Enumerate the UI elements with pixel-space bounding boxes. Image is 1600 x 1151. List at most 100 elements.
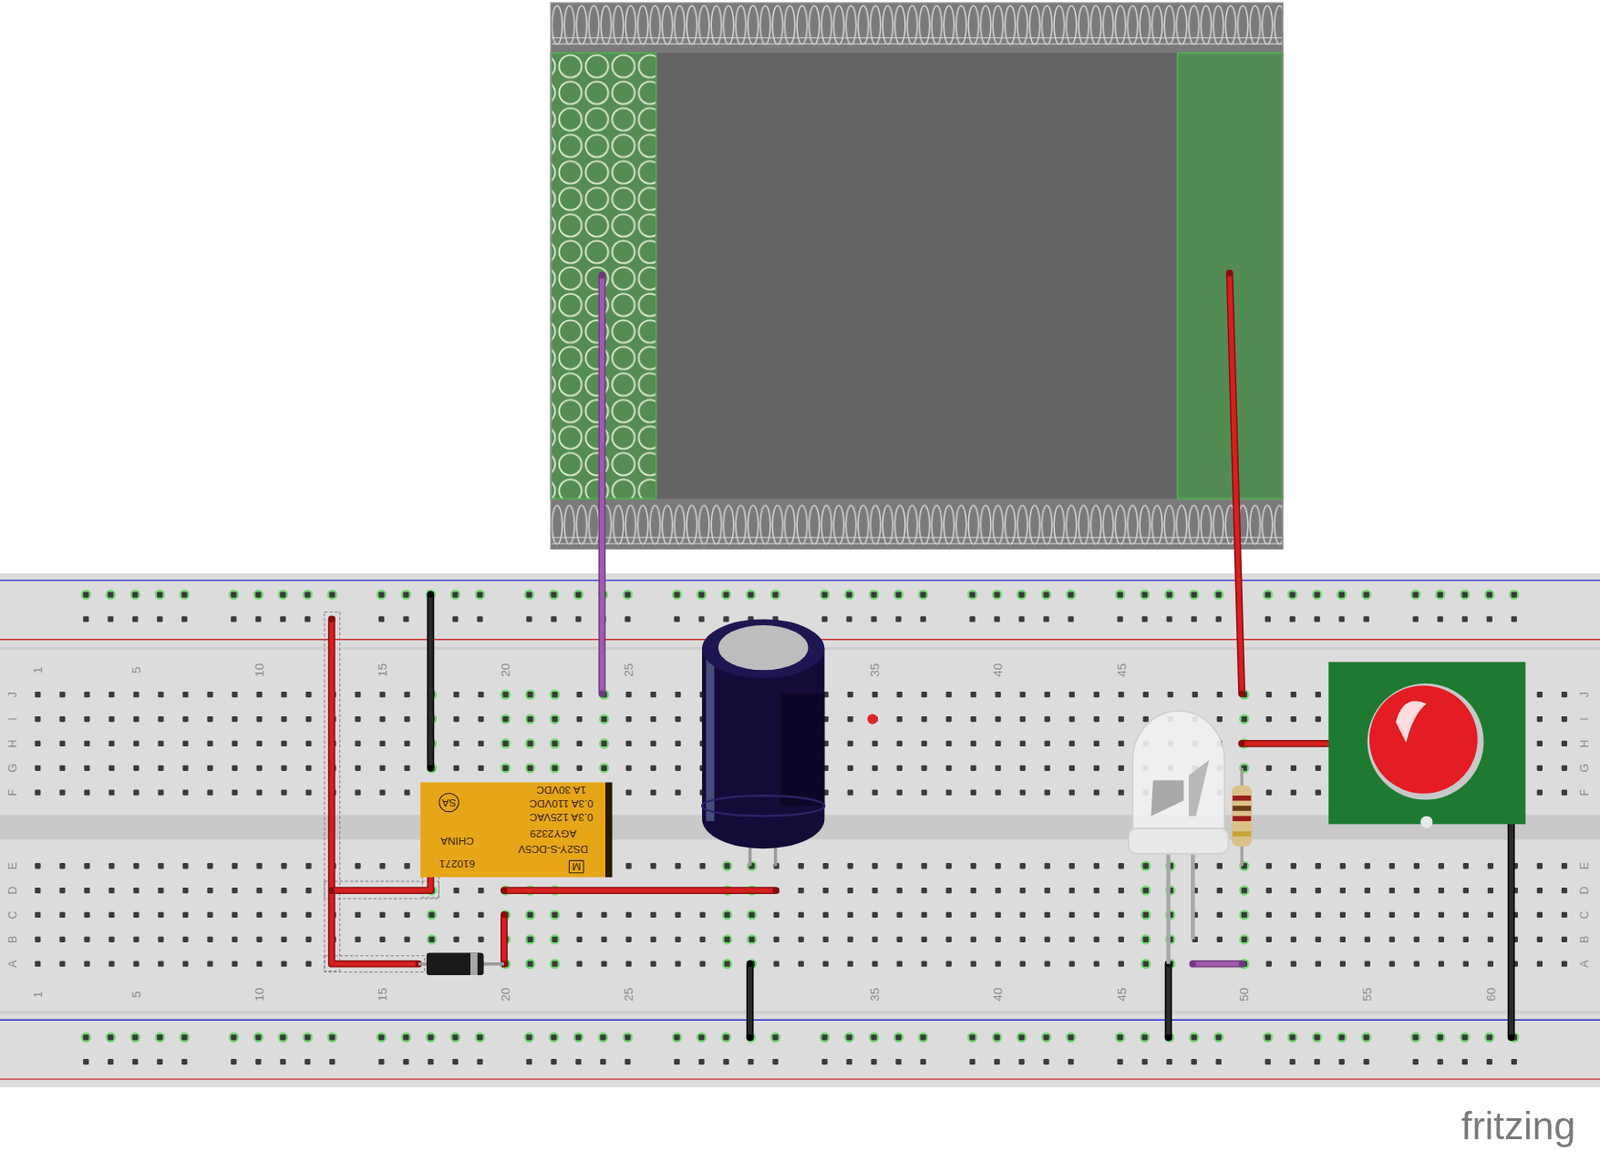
hole (650, 741, 656, 747)
hole (1290, 863, 1297, 869)
hole (1266, 863, 1272, 869)
hole (823, 937, 829, 943)
hole (870, 616, 877, 622)
hole (108, 741, 114, 747)
hole (821, 1034, 827, 1041)
hole (476, 1059, 483, 1065)
hole (1487, 912, 1494, 919)
hole (1118, 887, 1125, 894)
hole (256, 912, 262, 919)
hole (921, 790, 928, 796)
hole (1266, 937, 1272, 943)
hole-highlight (549, 763, 560, 774)
hole (722, 591, 729, 598)
hole (1044, 912, 1051, 919)
hole (1044, 887, 1051, 894)
hole (59, 741, 65, 747)
hole (1069, 790, 1075, 796)
hole (1463, 912, 1469, 919)
hole (946, 863, 952, 869)
hole (256, 961, 262, 968)
button-cap (1369, 685, 1478, 795)
hole (108, 961, 114, 968)
hole (132, 1059, 138, 1065)
led-post (1188, 760, 1209, 817)
red-wire (504, 887, 776, 895)
hole (1463, 937, 1469, 943)
rail-line (0, 1020, 1600, 1022)
hole (304, 1059, 310, 1065)
hole-highlight (253, 1032, 264, 1043)
hole (847, 691, 854, 698)
hole (847, 765, 854, 772)
hole (872, 887, 878, 894)
hole (182, 863, 188, 869)
hole (847, 937, 854, 943)
hole (305, 716, 311, 723)
hole (993, 1059, 1000, 1065)
wire-end (501, 912, 508, 919)
hole (256, 765, 262, 772)
hole-highlight (1238, 713, 1250, 724)
hole (1265, 616, 1271, 622)
hole (1143, 716, 1149, 723)
hole (1290, 765, 1297, 772)
hole (749, 912, 755, 919)
hole (1413, 1034, 1419, 1041)
hole-highlight (474, 1032, 486, 1043)
hole (1117, 1034, 1124, 1041)
hole (1438, 863, 1445, 869)
hole (872, 765, 878, 772)
resistor-band (1232, 805, 1251, 812)
hole (650, 961, 656, 968)
hole (698, 1059, 704, 1065)
hole (970, 691, 977, 698)
hole (132, 1034, 138, 1041)
red-wire (1241, 741, 1340, 746)
hole-highlight (745, 589, 756, 600)
hole (673, 1059, 680, 1065)
hole (872, 863, 878, 869)
hole (772, 1059, 778, 1065)
hole (305, 691, 311, 698)
hole (108, 912, 114, 919)
hole (1315, 691, 1322, 698)
hole (206, 765, 213, 772)
hole (403, 863, 410, 869)
hole (82, 616, 89, 622)
hole (699, 912, 705, 919)
hole (428, 912, 434, 919)
hole (34, 961, 41, 968)
hole (526, 912, 533, 919)
wire-end (427, 764, 434, 772)
hole (1143, 937, 1149, 943)
hole (1143, 691, 1149, 698)
hole-highlight (918, 589, 929, 600)
hole (305, 741, 311, 747)
hole (872, 961, 878, 968)
hole (551, 741, 558, 747)
row-letter: B (1579, 936, 1590, 944)
hole (847, 912, 854, 919)
hole (403, 741, 410, 747)
hole (181, 1034, 187, 1041)
hole (1217, 937, 1223, 943)
hole-highlight (1238, 934, 1250, 945)
hole (255, 616, 261, 622)
wire-end (501, 887, 508, 895)
hole-highlight (278, 1032, 289, 1043)
hole (1537, 912, 1543, 919)
row-letter: E (7, 862, 19, 870)
hole (1117, 1059, 1124, 1065)
hole (1413, 591, 1419, 598)
hole (1413, 616, 1419, 622)
hole (477, 765, 484, 772)
hole (1486, 616, 1493, 622)
hole-highlight (1311, 1032, 1322, 1043)
hole (453, 887, 459, 894)
hole (1143, 961, 1149, 968)
hole (59, 912, 65, 919)
hole (1094, 961, 1100, 968)
hole (650, 912, 656, 919)
wire-end (746, 1034, 754, 1042)
